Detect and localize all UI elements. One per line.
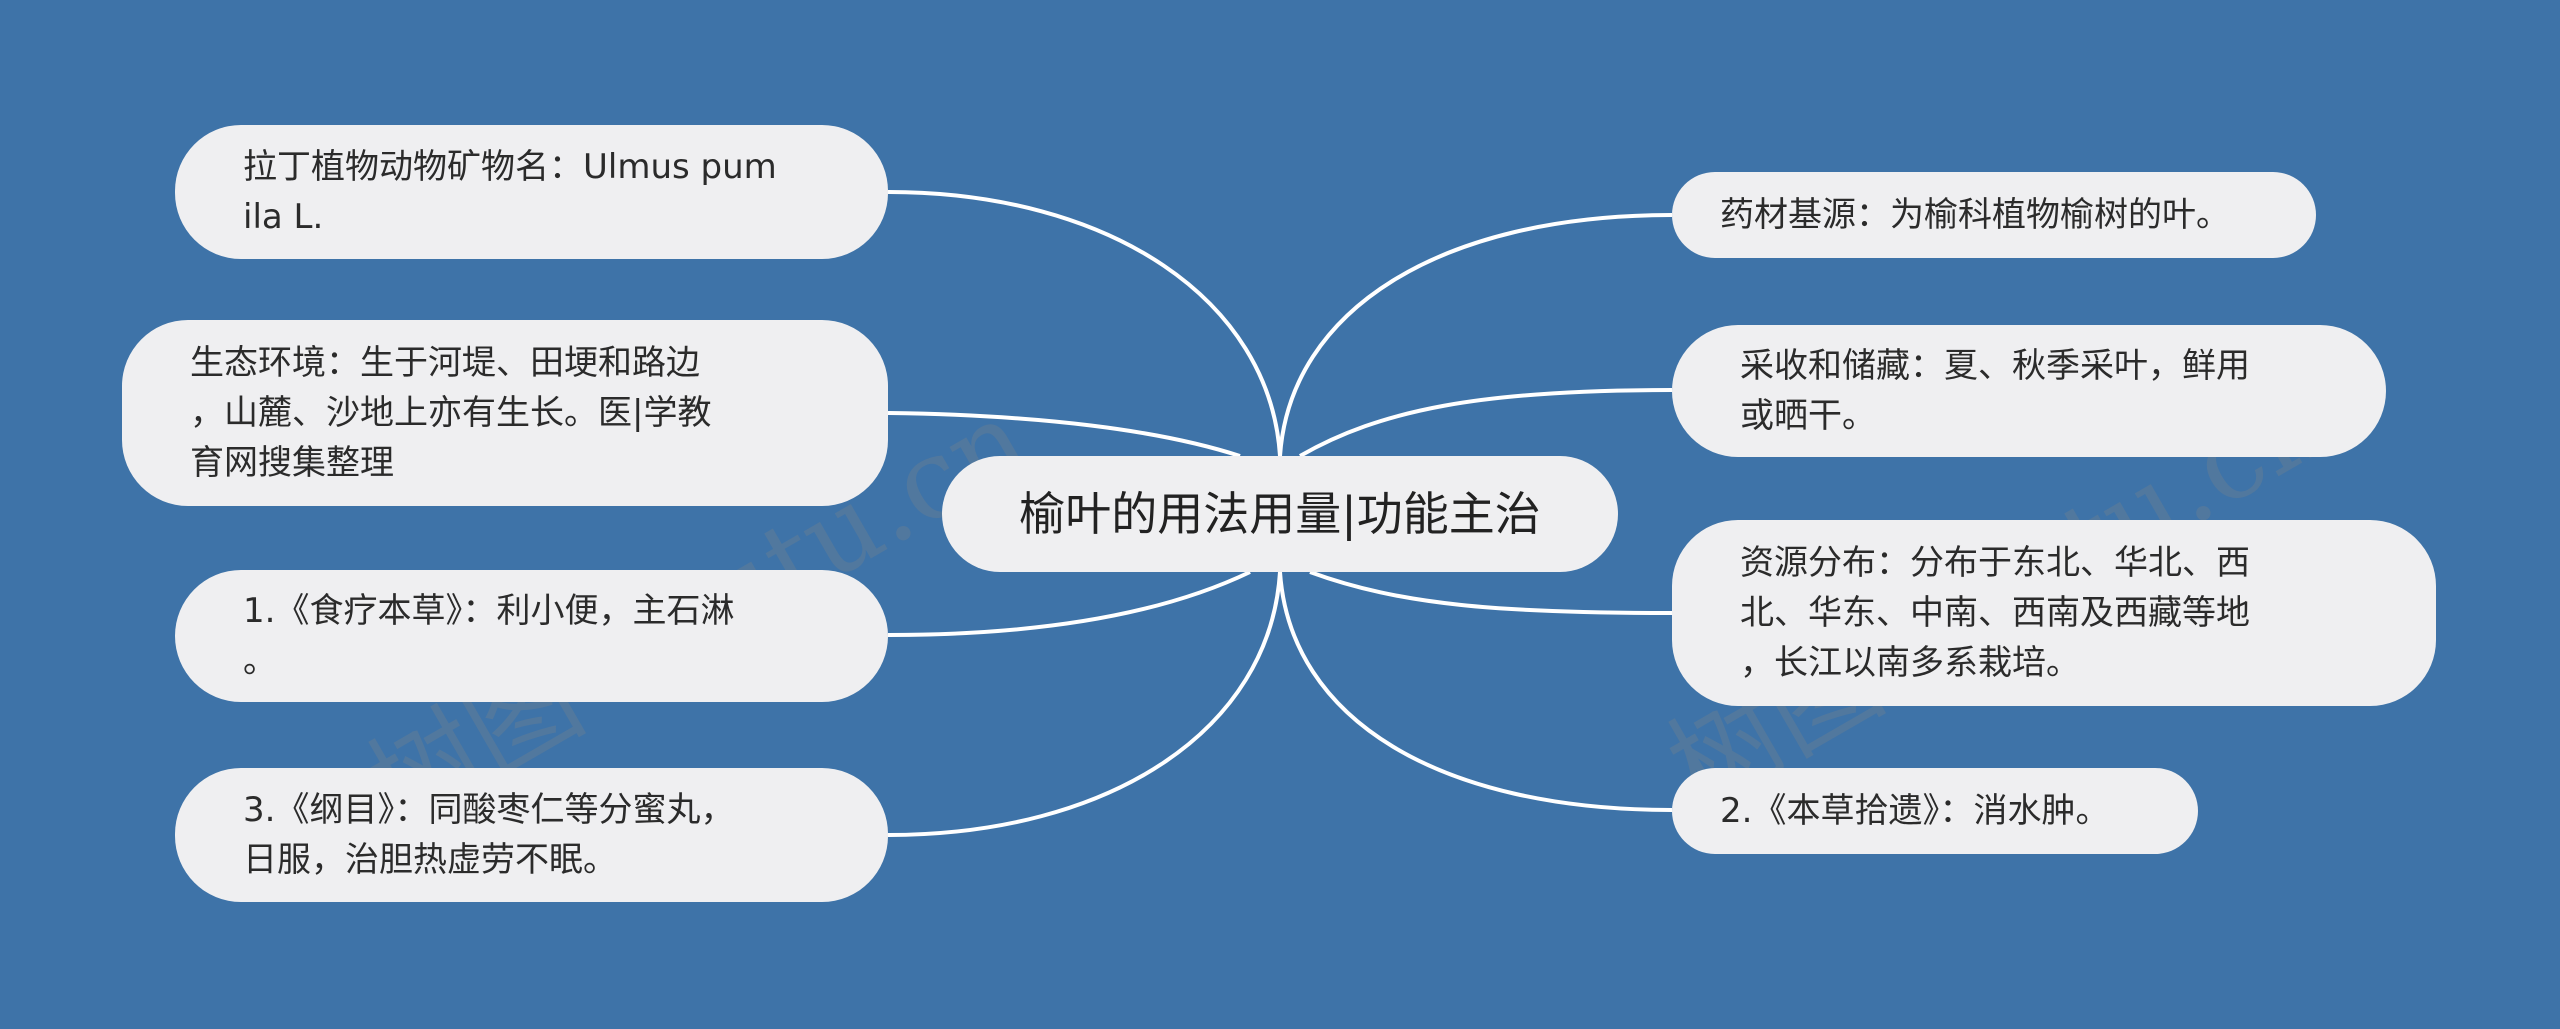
topic-node-habitat[interactable]: 生态环境：生于河堤、田埂和路边 ，山麓、沙地上亦有生长。医|学教 育网搜集整理 [122, 320, 888, 506]
connector-left-1 [887, 190, 1282, 457]
topic-label: 3.《纲目》：同酸枣仁等分蜜丸， 日服，治胆热虚劳不眠。 [243, 790, 735, 880]
topic-node-harvest-storage[interactable]: 采收和储藏：夏、秋季采叶，鲜用 或晒干。 [1672, 325, 2386, 457]
connector-right-2 [1299, 388, 1673, 458]
connector-right-3 [1309, 570, 1673, 615]
topic-label: 生态环境：生于河堤、田埂和路边 ，山麓、沙地上亦有生长。医|学教 育网搜集整理 [190, 343, 712, 483]
central-topic-label: 榆叶的用法用量|功能主治 [1019, 487, 1541, 541]
topic-node-gangmu[interactable]: 3.《纲目》：同酸枣仁等分蜜丸， 日服，治胆热虚劳不眠。 [175, 768, 888, 902]
topic-label: 拉丁植物动物矿物名：Ulmus pum ila L. [243, 147, 777, 237]
topic-node-latin-name[interactable]: 拉丁植物动物矿物名：Ulmus pum ila L. [175, 125, 888, 259]
topic-label: 2.《本草拾遗》：消水肿。 [1720, 791, 2110, 831]
topic-node-shiliao-bencao[interactable]: 1.《食疗本草》：利小便，主石淋 。 [175, 570, 888, 702]
topic-label: 药材基源：为榆科植物榆树的叶。 [1720, 195, 2230, 235]
connector-left-4 [887, 571, 1282, 837]
connector-right-4 [1278, 571, 1673, 812]
topic-label: 资源分布：分布于东北、华北、西 北、华东、中南、西南及西藏等地 ，长江以南多系栽… [1740, 543, 2250, 683]
central-topic[interactable]: 榆叶的用法用量|功能主治 [942, 456, 1618, 572]
connector-left-3 [887, 570, 1251, 637]
topic-node-distribution[interactable]: 资源分布：分布于东北、华北、西 北、华东、中南、西南及西藏等地 ，长江以南多系栽… [1672, 520, 2436, 706]
topic-node-bencao-shiyi[interactable]: 2.《本草拾遗》：消水肿。 [1672, 768, 2198, 854]
topic-node-source[interactable]: 药材基源：为榆科植物榆树的叶。 [1672, 172, 2316, 258]
topic-label: 采收和储藏：夏、秋季采叶，鲜用 或晒干。 [1740, 346, 2250, 436]
topic-label: 1.《食疗本草》：利小便，主石淋 。 [243, 591, 735, 681]
connector-left-2 [887, 411, 1241, 458]
connector-right-1 [1278, 213, 1673, 457]
